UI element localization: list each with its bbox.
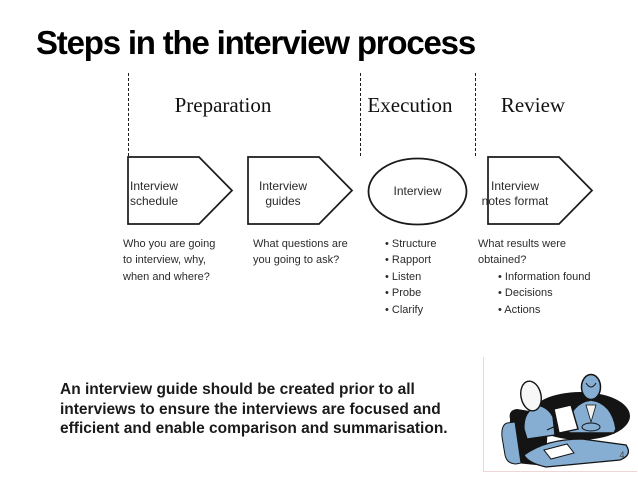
bullet-item: • Information found [498,270,591,283]
step-description-review: What results were obtained? • Informatio… [478,236,608,318]
arrow-shape-interview-notes [487,156,594,225]
step-description-preparation-2: What questions are you going to ask? [253,238,348,267]
step-bullets-execution: • Structure • Rapport • Listen • Probe • Cla… [385,236,475,318]
slide-title: Steps in the interview process [36,24,476,61]
phase-divider-line [475,73,476,156]
bullet-item: • Structure [385,238,437,250]
interview-clipart-drawing [501,373,630,468]
phase-divider-line [360,73,361,156]
phase-divider-line [128,73,129,156]
key-note: An interview guide should be created pri… [60,381,448,438]
shape-label-interview-schedule: Interview schedule [130,179,179,208]
arrow-shape-interview-guides [247,156,354,225]
bullet-item: • Decisions [498,287,553,300]
phase-header-review: Review [500,93,566,117]
interview-clipart [483,357,637,472]
shape-label-interview-guides: Interview guides [258,179,308,208]
bullet-item: • Clarify [385,303,424,316]
ellipse-shape-interview [367,157,468,226]
step-bullets-review: • Information found • Decisions • Actions [498,269,608,318]
phase-header-execution: Execution [367,93,453,117]
step-description-preparation-1: Who you are going to interview, why, whe… [123,238,216,283]
shape-label-interview-notes: Interview notes format [481,179,549,208]
bullet-item: • Rapport [385,254,432,267]
shape-label-interview: Interview [393,184,442,198]
bullet-item: • Listen [385,270,422,283]
bullet-item: • Actions [498,303,541,316]
arrow-shape-interview-schedule [127,156,234,225]
page-number: 4 [619,450,625,460]
bullet-item: • Probe [385,287,422,300]
review-question: What results were obtained? [478,238,567,267]
phase-header-preparation: Preparation [174,93,272,117]
